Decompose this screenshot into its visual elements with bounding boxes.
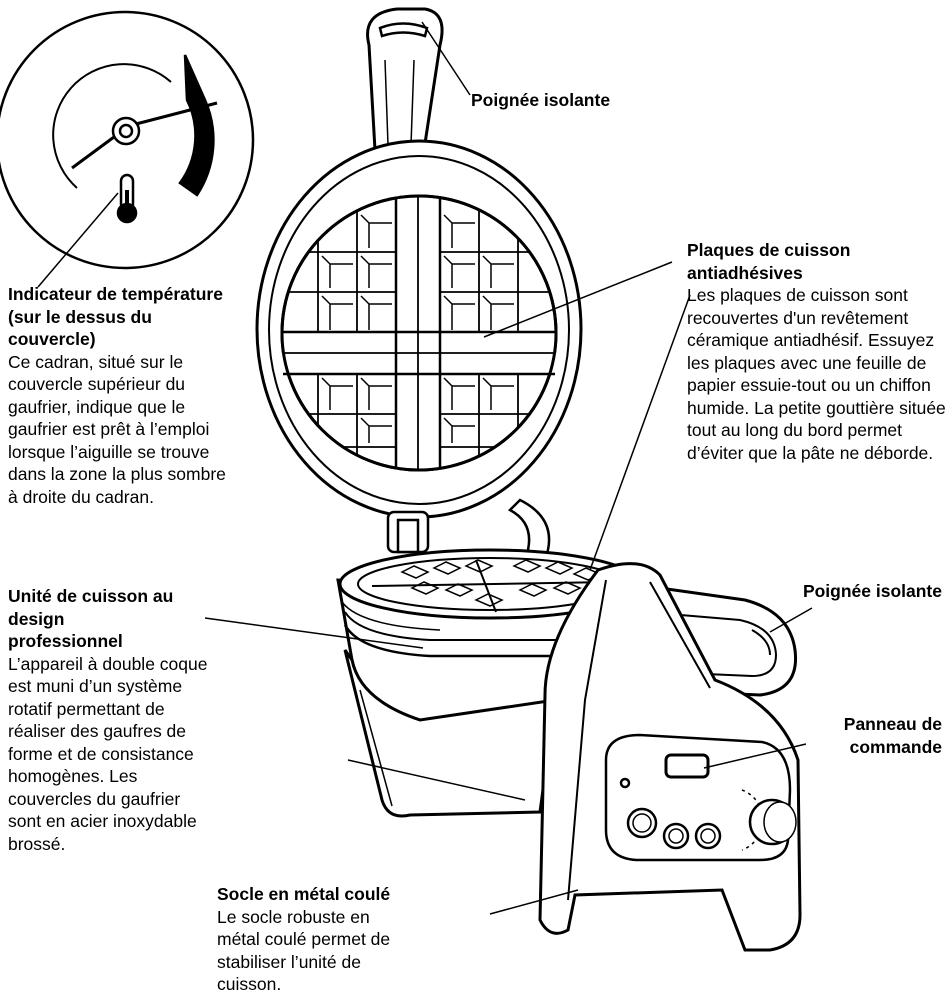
label-cooking-unit: Unité de cuisson au design professionnel…	[8, 586, 208, 854]
label-temperature-indicator: Indicateur de température (sur le dessus…	[8, 284, 226, 507]
lid-handle	[366, 7, 444, 152]
hinge	[386, 498, 551, 562]
label-cooking-plates: Plaques de cuisson antiadhésives Les pla…	[687, 240, 946, 463]
cast-metal-base	[343, 649, 557, 818]
label-cast-metal-base: Socle en métal coulé Le socle robuste en…	[217, 884, 391, 994]
thermometer-icon	[116, 173, 138, 224]
upper-cooking-plate	[255, 139, 583, 519]
label-side-handle: Poignée isolante	[802, 581, 942, 601]
label-control-panel: Panneau de commande	[843, 714, 942, 757]
control-knob	[741, 789, 797, 851]
temperature-dial-inset	[0, 10, 255, 270]
leader-lines	[37, 21, 813, 915]
label-lid-handle: Poignée isolante	[471, 90, 611, 110]
control-panel	[604, 733, 797, 862]
